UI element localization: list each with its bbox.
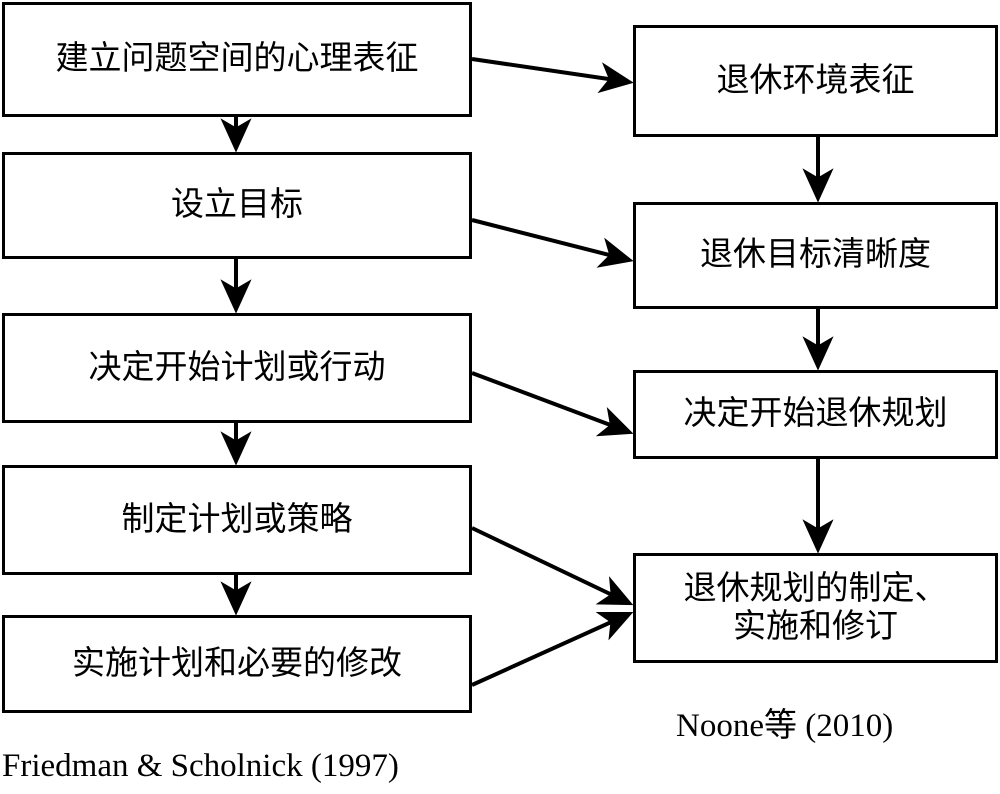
node-retirement-environment-representation[interactable]: 退休环境表征 xyxy=(633,25,998,137)
node-label: 退休目标清晰度 xyxy=(700,237,931,274)
node-execute-and-revise[interactable]: 实施计划和必要的修改 xyxy=(2,615,472,713)
node-label: 建立问题空间的心理表征 xyxy=(55,41,419,78)
node-label: 实施计划和必要的修改 xyxy=(72,645,402,682)
caption-left-source: Friedman & Scholnick (1997) xyxy=(2,748,399,784)
edge-l2-r2 xyxy=(471,218,634,268)
node-label: 设立目标 xyxy=(171,187,303,224)
node-label: 制定计划或策略 xyxy=(121,501,353,538)
node-mental-representation[interactable]: 建立问题空间的心理表征 xyxy=(2,2,472,117)
node-retirement-goal-clarity[interactable]: 退休目标清晰度 xyxy=(633,202,998,309)
node-label: 退休环境表征 xyxy=(716,62,915,99)
edge-l1-r1 xyxy=(471,57,634,94)
node-label: 退休规划的制定、 实施和修订 xyxy=(683,570,948,645)
node-label: 决定开始计划或行动 xyxy=(88,349,386,386)
caption-right-source: Noone等 (2010) xyxy=(676,708,894,744)
node-formulate-plan[interactable]: 制定计划或策略 xyxy=(2,465,472,575)
node-label: 决定开始退休规划 xyxy=(683,396,948,433)
edge-l4-r4 xyxy=(471,526,634,606)
node-decide-to-start-planning[interactable]: 决定开始计划或行动 xyxy=(2,313,472,423)
node-set-goals[interactable]: 设立目标 xyxy=(2,152,472,259)
edge-l3-r3 xyxy=(471,371,634,437)
node-decide-to-start-retirement-planning[interactable]: 决定开始退休规划 xyxy=(633,370,998,459)
edge-l5-r4 xyxy=(471,611,634,687)
node-retirement-plan-formulation-execution-revision[interactable]: 退休规划的制定、 实施和修订 xyxy=(633,553,998,663)
